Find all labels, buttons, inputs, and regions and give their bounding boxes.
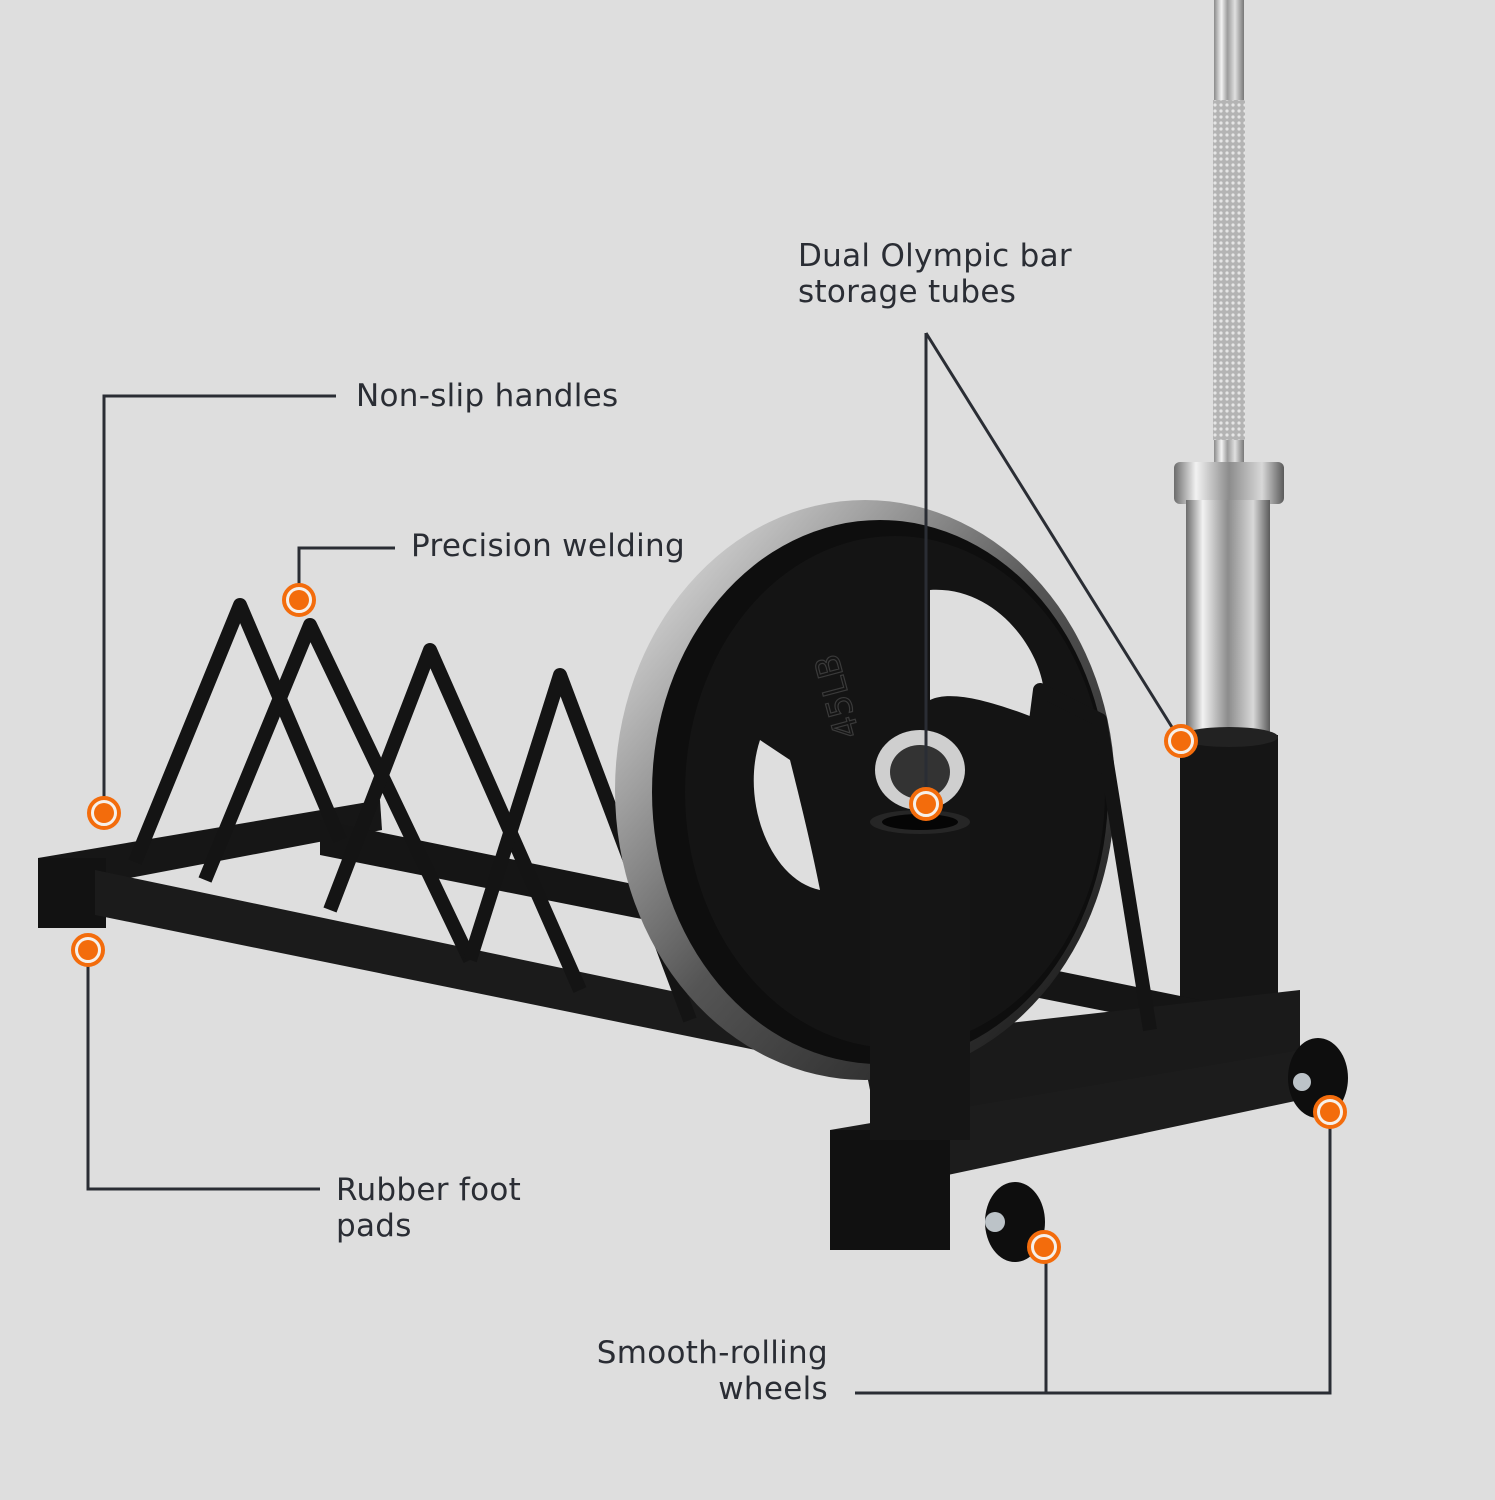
- callout-label-precision-welding: Precision welding: [411, 528, 685, 564]
- callout-text: Smooth-rolling: [596, 1335, 828, 1371]
- callout-label-smooth-rolling-wheels: Smooth-rolling wheels: [560, 1335, 828, 1407]
- callout-text: Precision welding: [411, 528, 685, 564]
- callout-text: storage tubes: [798, 274, 1017, 310]
- callout-label-rubber-foot-pads: Rubber foot pads: [336, 1172, 521, 1244]
- callout-text: Non-slip handles: [356, 378, 619, 414]
- callout-text: wheels: [718, 1371, 828, 1407]
- front-storage-tube: [870, 683, 1157, 1140]
- callout-dot-handles: [87, 796, 121, 830]
- callout-text: Rubber foot: [336, 1172, 522, 1208]
- callout-lines: [86, 332, 1332, 1395]
- callout-dot-rear-tube: [1164, 724, 1198, 758]
- callout-text: Dual Olympic bar: [798, 238, 1072, 274]
- callout-dot-wheel-front: [1027, 1230, 1061, 1264]
- callout-label-non-slip-handles: Non-slip handles: [356, 378, 619, 414]
- callout-text: pads: [336, 1208, 412, 1244]
- callout-dot-wheel-rear: [1313, 1095, 1347, 1129]
- olympic-bar: [1174, 0, 1284, 740]
- callout-label-dual-olympic-tubes: Dual Olympic bar storage tubes: [798, 238, 1072, 310]
- weight-plate: 45LB: [615, 500, 1115, 1080]
- callout-dots: [71, 583, 1347, 1264]
- callout-dot-foot: [71, 933, 105, 967]
- callout-dot-front-tube: [909, 787, 943, 821]
- callout-dot-welding: [282, 583, 316, 617]
